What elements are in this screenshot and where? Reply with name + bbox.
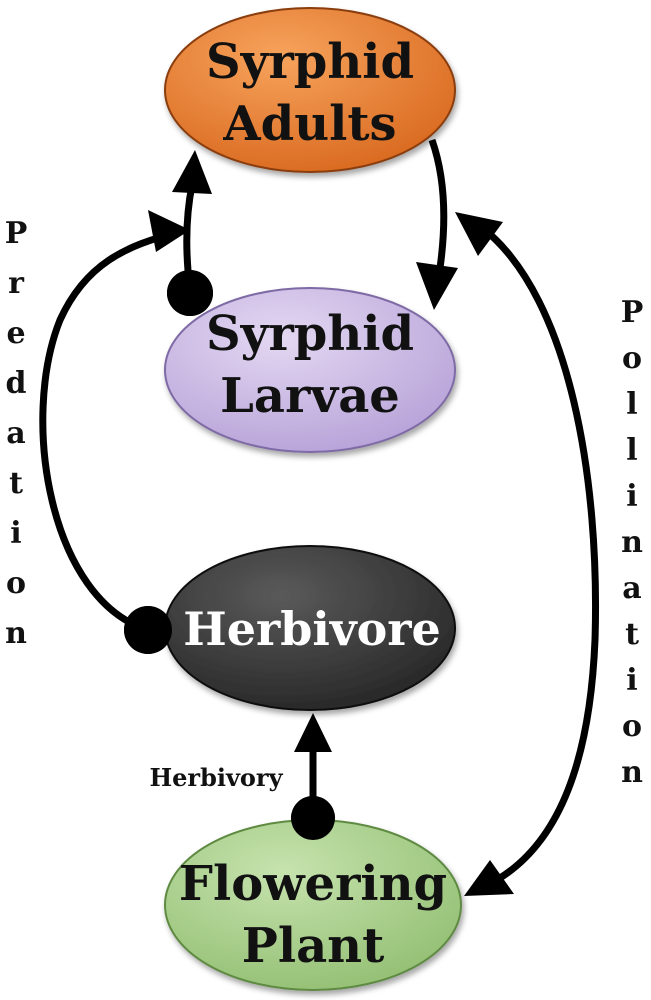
- larvae-to-adults-arrowhead: [172, 150, 212, 194]
- pollination-edge: [482, 227, 599, 881]
- node-syrphid-adults: [164, 7, 456, 173]
- syrphid-adults-label-line2: Adults: [222, 96, 396, 152]
- adults-to-larvae-edge: [428, 138, 448, 269]
- syrphid-larvae-label-line2: Larvae: [220, 368, 400, 424]
- larvae-origin-dot-front: [167, 270, 213, 316]
- node-syrphid-larvae: [164, 287, 456, 453]
- predation-arrowhead: [148, 210, 190, 252]
- herbivore-label: Herbivore: [183, 602, 441, 656]
- syrphid-adults-ellipse: [164, 7, 456, 173]
- flowering-plant-label-line2: Plant: [242, 918, 385, 974]
- herbivory-label: Herbivory: [149, 763, 283, 792]
- predation-edge: [39, 228, 181, 634]
- syrphid-larvae-label-line1: Syrphid: [206, 306, 414, 362]
- syrphid-adults-label-line1: Syrphid: [206, 34, 414, 90]
- pollination-arrowhead-top: [455, 212, 503, 256]
- predation-origin-dot-front: [124, 606, 172, 654]
- herbivory-arrowhead: [294, 713, 332, 752]
- pollination-arrowhead-bottom: [464, 860, 514, 896]
- herbivory-origin-dot-front: [291, 796, 335, 840]
- flowering-plant-label-line1: Flowering: [179, 856, 447, 912]
- adults-to-larvae-arrowhead: [416, 262, 458, 310]
- syrphid-larvae-ellipse: [164, 287, 456, 453]
